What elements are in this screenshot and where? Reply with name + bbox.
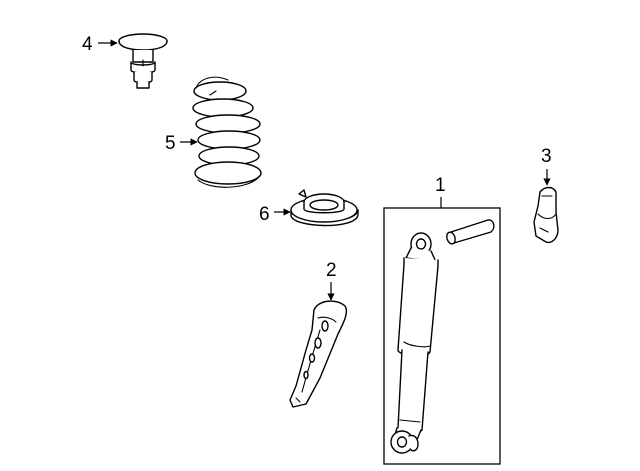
callout-6: 6 bbox=[259, 204, 270, 225]
part-1-box bbox=[383, 207, 501, 465]
part-5-coil-spring[interactable] bbox=[192, 76, 262, 188]
callout-1: 1 bbox=[435, 175, 446, 196]
part-1-shock-absorber[interactable] bbox=[390, 232, 439, 454]
callout-5: 5 bbox=[165, 133, 176, 154]
part-4-bump-stop[interactable] bbox=[118, 33, 168, 89]
part-1-sleeve[interactable] bbox=[445, 219, 495, 245]
callout-4: 4 bbox=[82, 34, 93, 55]
part-6-spring-seat[interactable] bbox=[290, 189, 359, 227]
part-3-retainer[interactable] bbox=[533, 186, 559, 244]
callout-2: 2 bbox=[326, 260, 337, 281]
part-2-shock-bracket[interactable] bbox=[289, 300, 348, 408]
callout-3: 3 bbox=[541, 146, 552, 167]
